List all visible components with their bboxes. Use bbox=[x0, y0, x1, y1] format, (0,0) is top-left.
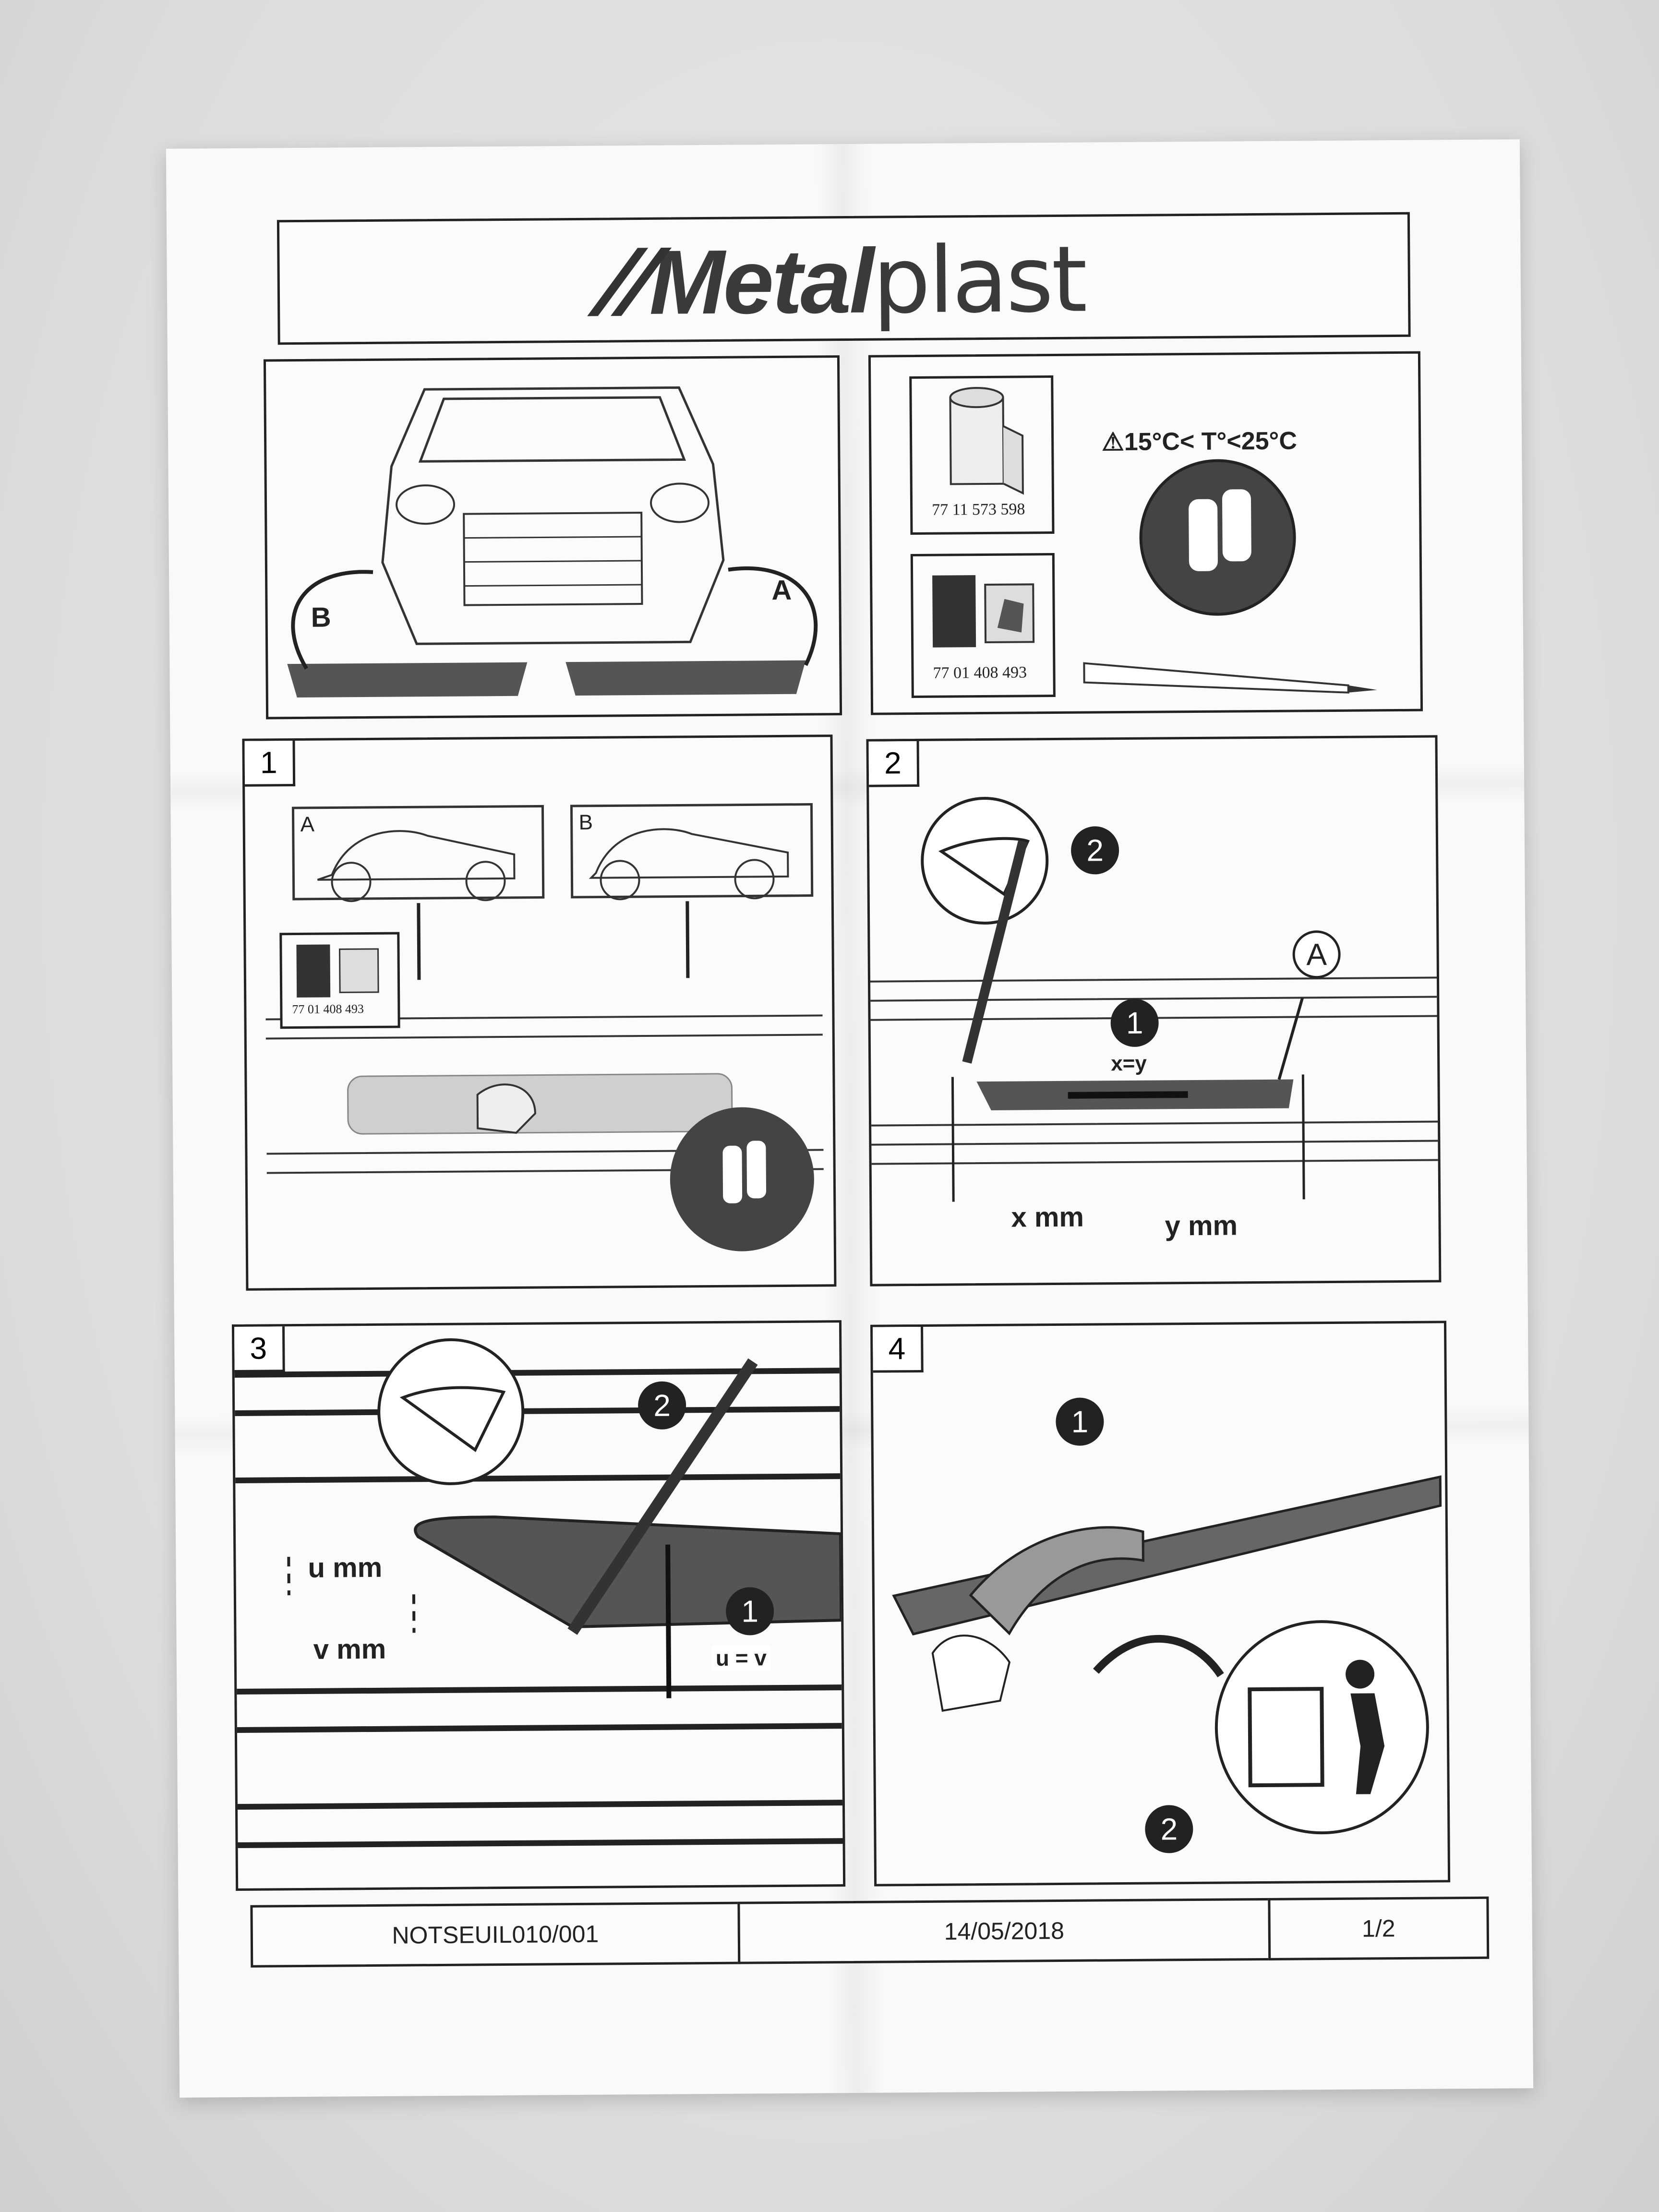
step-1-cleaner-ref: 77 01 408 493 bbox=[292, 1002, 364, 1017]
step-2-equation: x=y bbox=[1111, 1051, 1147, 1076]
car-front-illustration bbox=[287, 386, 818, 698]
step-4-panel: 4 1 2 bbox=[870, 1321, 1451, 1887]
roll-box: 77 11 573 598 bbox=[909, 375, 1055, 535]
step-2-marker-1: 1 bbox=[1110, 998, 1159, 1047]
step-3-marker-2: 2 bbox=[637, 1381, 686, 1430]
step-3-marker-1: 1 bbox=[725, 1587, 774, 1635]
step-1-illustration bbox=[265, 803, 824, 1251]
step-2-panel: 2 2 1 A x=y x mm y mm bbox=[866, 735, 1442, 1286]
cleaner-box: 77 01 408 493 bbox=[910, 553, 1056, 698]
gloves-and-pen bbox=[1083, 459, 1377, 694]
materials-panel: 77 11 573 598 77 01 408 493 ⚠15°C< T°<25… bbox=[868, 351, 1423, 715]
step-1-car-a-label: A bbox=[300, 812, 315, 836]
step-4-illustration bbox=[892, 1475, 1442, 1835]
step-2-marker-a: A bbox=[1292, 930, 1341, 979]
footer: NOTSEUIL010/001 14/05/2018 1/2 bbox=[164, 1896, 1490, 1968]
header-panel: //Metalplast bbox=[276, 212, 1411, 345]
footer-date: 14/05/2018 bbox=[737, 1898, 1271, 1964]
footer-page: 1/2 bbox=[1268, 1896, 1490, 1960]
overview-label-a: A bbox=[771, 574, 792, 606]
brand-logo: //Metalplast bbox=[279, 224, 1408, 338]
step-4-marker-1: 1 bbox=[1056, 1397, 1104, 1446]
instruction-sheet: //Metalplast B A 77 1 bbox=[164, 139, 1534, 2098]
overview-label-b: B bbox=[311, 601, 331, 633]
step-2-marker-2: 2 bbox=[1070, 826, 1119, 875]
cleaner-icon bbox=[932, 575, 1035, 648]
step-1-cleaner-icon bbox=[296, 944, 379, 998]
step-4-marker-2: 2 bbox=[1145, 1805, 1193, 1853]
step-2-x-label: x mm bbox=[1011, 1201, 1084, 1233]
step-1-car-b-label: B bbox=[578, 810, 593, 834]
step-1-cleaner-box: 77 01 408 493 bbox=[279, 932, 400, 1029]
step-2-y-label: y mm bbox=[1165, 1210, 1238, 1242]
step-2-illustration bbox=[870, 797, 1438, 1202]
step-1-panel: 1 A B 77 01 408 493 bbox=[242, 734, 837, 1291]
step-3-u-label: u mm bbox=[308, 1551, 383, 1584]
brand-name-bold: Metal bbox=[649, 230, 873, 334]
roll-icon bbox=[949, 387, 1024, 495]
step-3-panel: 3 2 1 u mm v mm u = v bbox=[231, 1320, 846, 1891]
step-3-equation: u = v bbox=[711, 1645, 771, 1671]
step-3-v-label: v mm bbox=[313, 1633, 386, 1665]
footer-doc-ref: NOTSEUIL010/001 bbox=[250, 1901, 741, 1968]
brand-name-light: plast bbox=[872, 226, 1086, 334]
overview-panel: B A bbox=[263, 355, 842, 720]
